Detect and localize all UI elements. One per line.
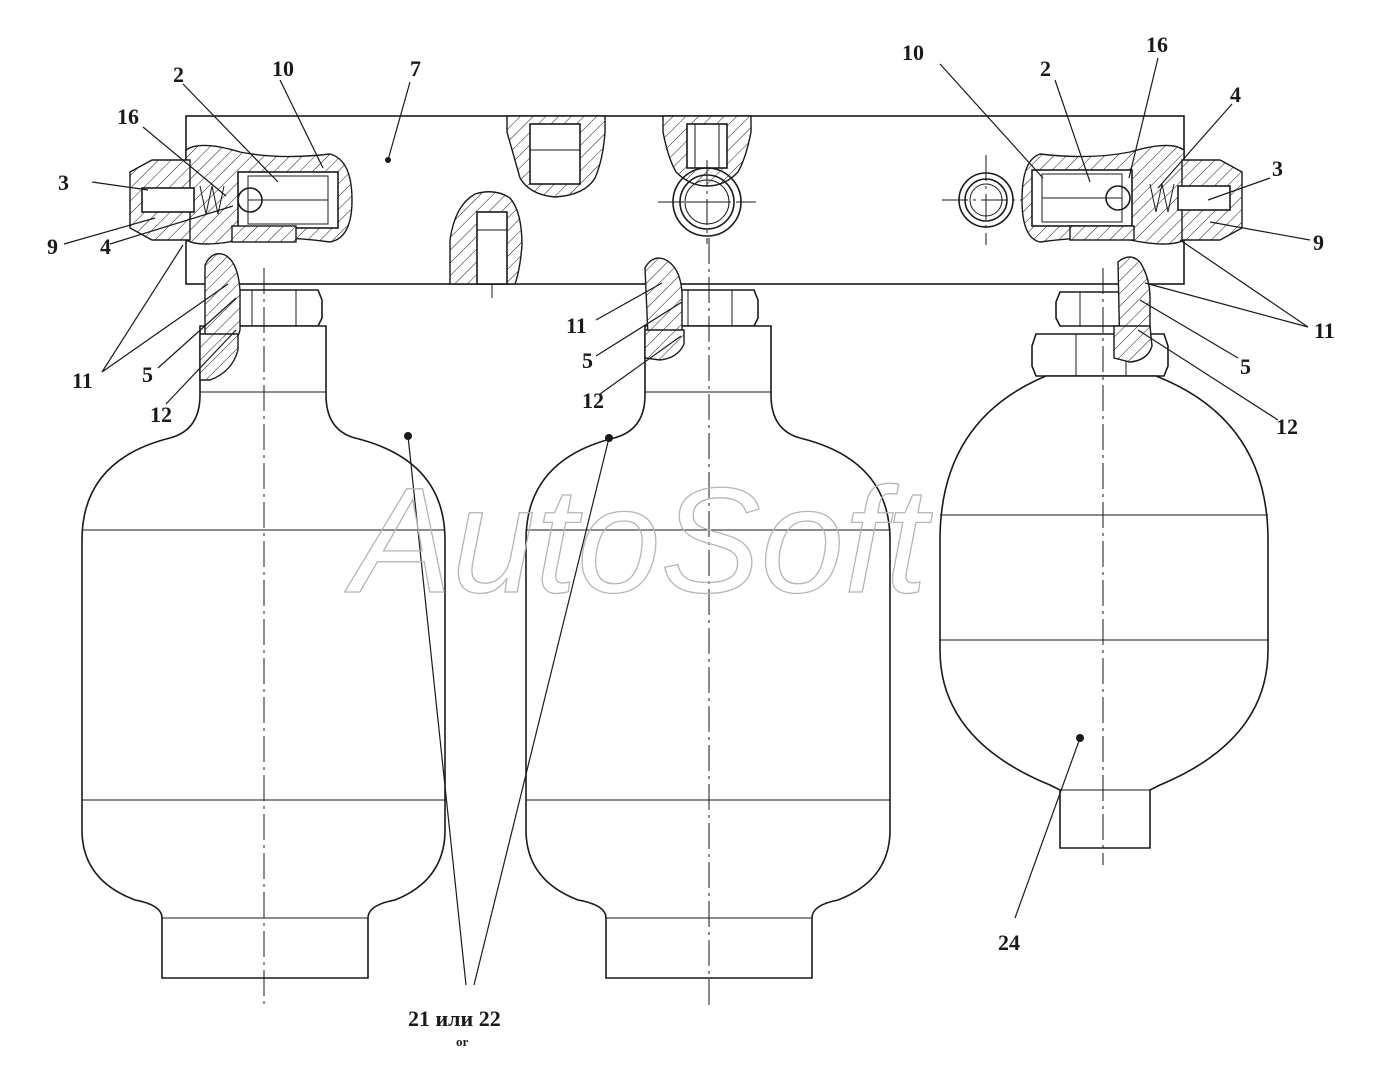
callout-2-right: 2 — [1040, 56, 1051, 81]
callout-21-22-sub: or — [456, 1034, 469, 1049]
callout-3-right: 3 — [1272, 156, 1283, 181]
callout-7: 7 — [410, 56, 421, 81]
callout-3-left: 3 — [58, 170, 69, 195]
callout-5-left: 5 — [142, 362, 153, 387]
callout-16-right: 16 — [1146, 32, 1168, 57]
callout-21-22: 21 или 22 — [408, 1006, 501, 1031]
callout-labels: 2 10 7 16 3 9 4 11 5 12 11 5 12 10 2 16 … — [47, 32, 1335, 1049]
callout-12-mid: 12 — [582, 388, 604, 413]
callout-9-left: 9 — [47, 234, 58, 259]
callout-10-left: 10 — [272, 56, 294, 81]
accumulator-right — [939, 256, 1269, 865]
watermark-text: AutoSoft — [344, 456, 933, 624]
callout-2-left: 2 — [173, 62, 184, 87]
callout-10-right: 10 — [902, 40, 924, 65]
accumulator-left — [81, 253, 446, 1005]
leader-lines — [63, 57, 1311, 986]
callout-5-right: 5 — [1240, 354, 1251, 379]
callout-9-right: 9 — [1313, 230, 1324, 255]
manifold-block — [185, 115, 1185, 298]
callout-24: 24 — [998, 930, 1020, 955]
left-valve-assembly — [129, 144, 353, 245]
right-valve-assembly — [1021, 144, 1243, 245]
callout-11-mid: 11 — [566, 313, 587, 338]
callout-12-left: 12 — [150, 402, 172, 427]
callout-11-left: 11 — [72, 368, 93, 393]
callout-16-left: 16 — [117, 104, 139, 129]
callout-11-right: 11 — [1314, 318, 1335, 343]
callout-4-left: 4 — [100, 234, 111, 259]
callout-5-mid: 5 — [582, 348, 593, 373]
callout-4-right: 4 — [1230, 82, 1241, 107]
callout-12-right: 12 — [1276, 414, 1298, 439]
